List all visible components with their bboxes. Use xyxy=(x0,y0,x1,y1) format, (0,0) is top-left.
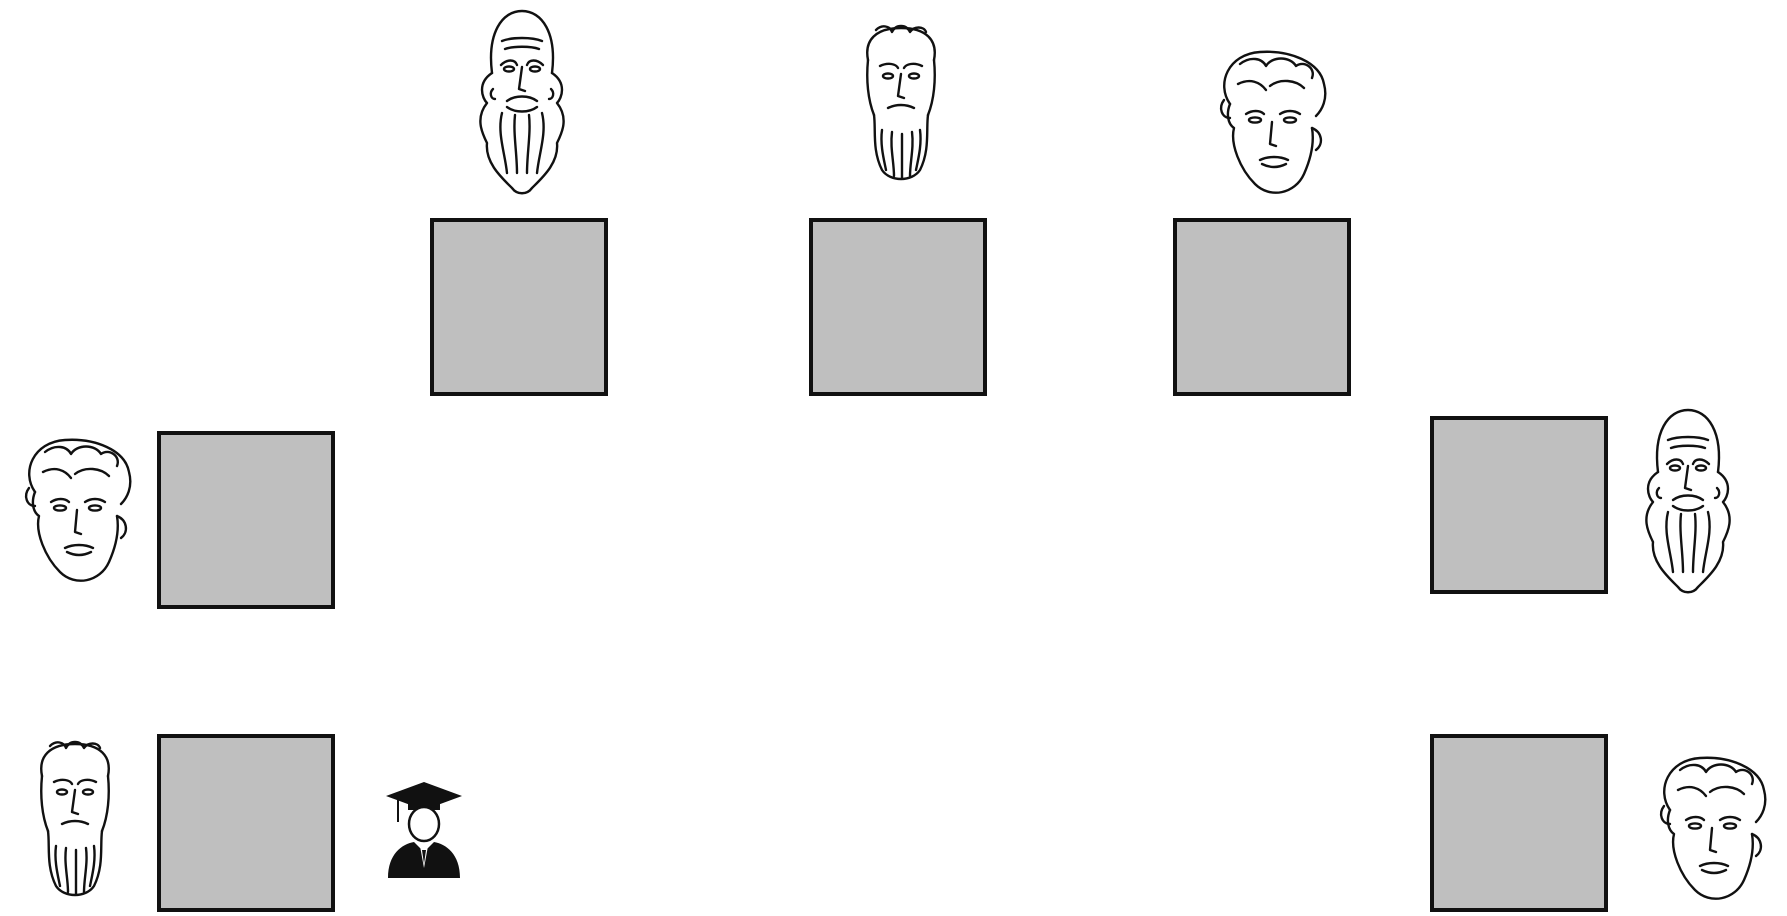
young-wavy-hair-bust-icon xyxy=(1200,44,1342,209)
tile-right-lower[interactable] xyxy=(1430,734,1608,912)
young-wavy-hair-bust-icon xyxy=(1640,750,1782,915)
tile-top-2[interactable] xyxy=(809,218,987,396)
curly-beard-bust-icon xyxy=(846,20,956,195)
tile-left-upper[interactable] xyxy=(157,431,335,609)
curly-beard-bust-icon xyxy=(20,736,130,911)
tile-top-1[interactable] xyxy=(430,218,608,396)
bald-long-beard-bust-icon xyxy=(457,3,587,203)
young-wavy-hair-bust-icon xyxy=(5,432,147,597)
tile-right-upper[interactable] xyxy=(1430,416,1608,594)
bald-long-beard-bust-icon xyxy=(1623,402,1753,602)
tile-top-3[interactable] xyxy=(1173,218,1351,396)
graduate-student-icon[interactable] xyxy=(384,780,464,880)
tile-left-lower[interactable] xyxy=(157,734,335,912)
